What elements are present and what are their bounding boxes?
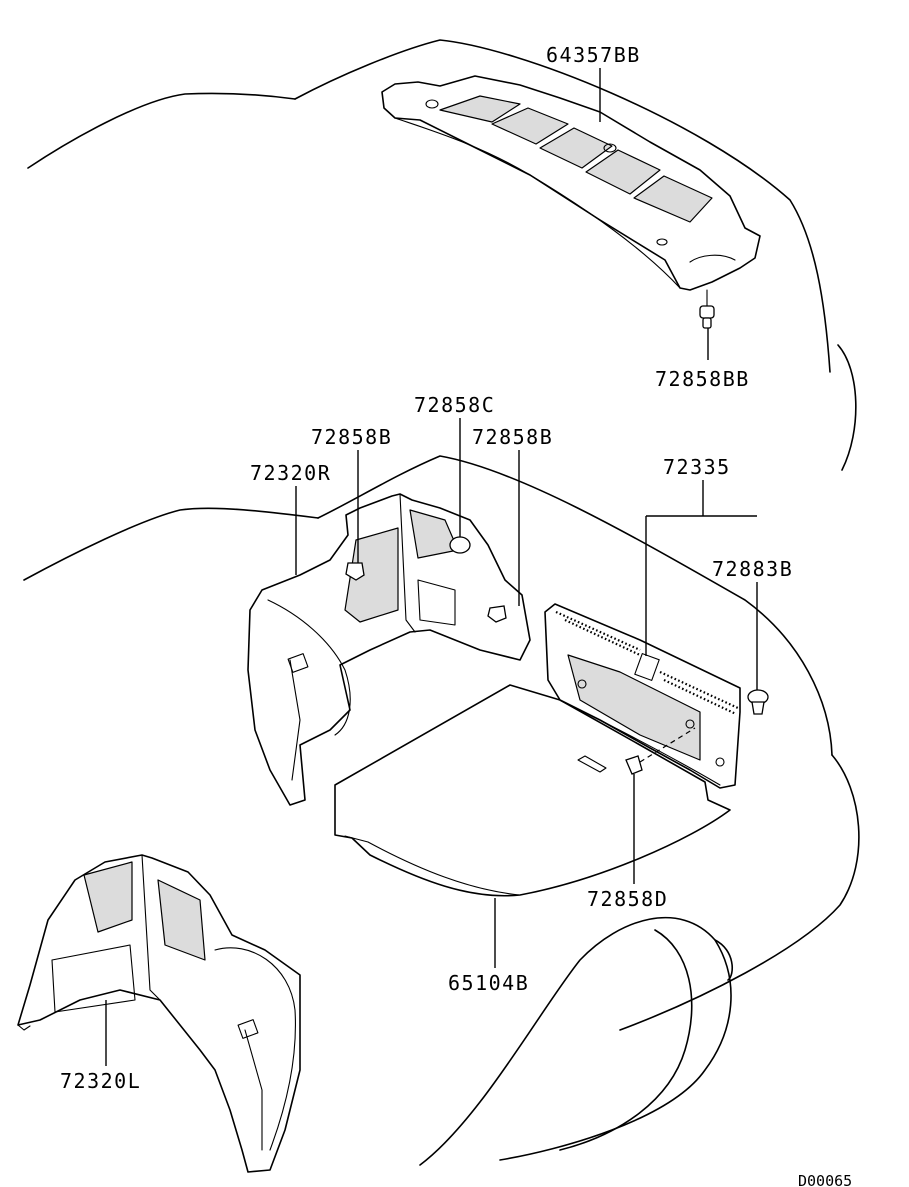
rear-shelf-panel-2 — [491, 107, 569, 145]
clip-72858BB — [699, 289, 715, 329]
rear-panel-lower-rim — [559, 699, 721, 786]
label-72858D: 72858D — [587, 887, 668, 911]
trim-72320R-wheel-arch — [267, 599, 351, 736]
rear-shelf-hole-1 — [425, 99, 439, 109]
trunk-lid-line — [23, 507, 319, 581]
rear-panel-latch — [634, 653, 660, 681]
rear-panel-recess — [567, 654, 701, 761]
leader-72335 — [645, 480, 757, 656]
trim-72320L-lower-box — [51, 944, 136, 1013]
label-72858B-left: 72858B — [311, 425, 392, 449]
trim-72320R-strap — [289, 659, 301, 781]
wheel-arch — [419, 916, 732, 1166]
label-72320R: 72320R — [250, 461, 331, 485]
trim-72320R-inner-wall — [399, 493, 416, 633]
floor-mat-inner-edge — [344, 835, 521, 896]
label-72858BB: 72858BB — [655, 367, 750, 391]
trim-72320L-side-recess — [157, 879, 206, 961]
clip-72858BB-head — [699, 305, 715, 319]
trunk-side-trim-72320L — [17, 854, 301, 1173]
trunk-floor-mat-65104B — [334, 684, 731, 897]
floor-mat-handle — [577, 755, 607, 773]
rear-trim-panel-72335 — [544, 603, 741, 789]
rear-panel-bolt-1 — [577, 679, 587, 689]
trim-72320R-lower-box — [417, 579, 456, 626]
trim-72320L-strap — [244, 1029, 263, 1151]
part-labels: 64357BB 72858BB 72858C 72858B 72858B 723… — [60, 43, 852, 1187]
trim-72320L-foot — [17, 1024, 31, 1031]
diagram-code: D00065 — [798, 1172, 852, 1187]
pillar-right — [837, 344, 857, 471]
rear-shelf-panel-3 — [539, 127, 613, 169]
trim-72320L-inner-wall — [141, 854, 161, 1001]
clip-72858B-left-body — [345, 562, 365, 581]
label-72883B: 72883B — [712, 557, 793, 581]
rear-shelf-front-lip — [394, 117, 681, 289]
roof-line — [27, 92, 296, 169]
trim-72320L-pocket — [83, 861, 133, 933]
rear-shelf-panel-1 — [439, 95, 521, 123]
trim-72320R-outer — [247, 493, 531, 806]
car-body-outline — [23, 39, 860, 1166]
trunk-opening-line — [317, 455, 833, 756]
arch-flare — [714, 939, 734, 981]
rear-panel-hatch-2 — [564, 619, 641, 656]
rear-shelf-hole-3 — [656, 238, 668, 246]
rear-panel-hatch-1 — [555, 610, 641, 652]
rear-shelf-panel-5 — [633, 175, 713, 223]
rear-panel-hatch-4 — [663, 679, 737, 715]
label-72320L: 72320L — [60, 1069, 141, 1093]
clip-72858B-right — [487, 605, 507, 623]
leader-lines — [105, 68, 758, 1066]
clip-72858BB-stem — [702, 317, 712, 329]
trim-72320L-wheel-arch — [214, 947, 296, 1151]
clip-72883B-stem — [751, 701, 765, 715]
rear-shelf-body — [381, 75, 761, 291]
label-72858B-right: 72858B — [472, 425, 553, 449]
clip-72858D — [625, 755, 643, 775]
clip-72858C-body — [449, 536, 471, 554]
clip-72858D-body — [625, 755, 643, 775]
rear-panel-bolt-3 — [715, 757, 725, 767]
roof-line-upper — [294, 39, 831, 373]
clip-72858B-left — [345, 562, 365, 581]
floor-mat-body — [334, 684, 731, 897]
rear-shelf-hole-2 — [603, 143, 617, 153]
wheel-inner — [559, 929, 693, 1151]
rear-shelf-panel-4 — [585, 149, 661, 195]
clip-72858D-install-line — [639, 727, 696, 763]
trim-72320R-hook — [287, 653, 309, 673]
clip-72858C — [449, 536, 471, 554]
label-65104B: 65104B — [448, 971, 529, 995]
label-72335: 72335 — [663, 455, 731, 479]
label-64357BB: 64357BB — [546, 43, 641, 67]
trim-72320L-hook — [237, 1019, 259, 1039]
rear-shelf-recess — [689, 254, 736, 263]
clip-72883B — [747, 689, 769, 715]
label-72858C: 72858C — [414, 393, 495, 417]
rear-shelf-64357BB — [381, 75, 761, 291]
clip-72858B-right-body — [487, 605, 507, 623]
trim-72320L-outer — [17, 854, 301, 1173]
rear-panel-bolt-2 — [685, 719, 695, 729]
